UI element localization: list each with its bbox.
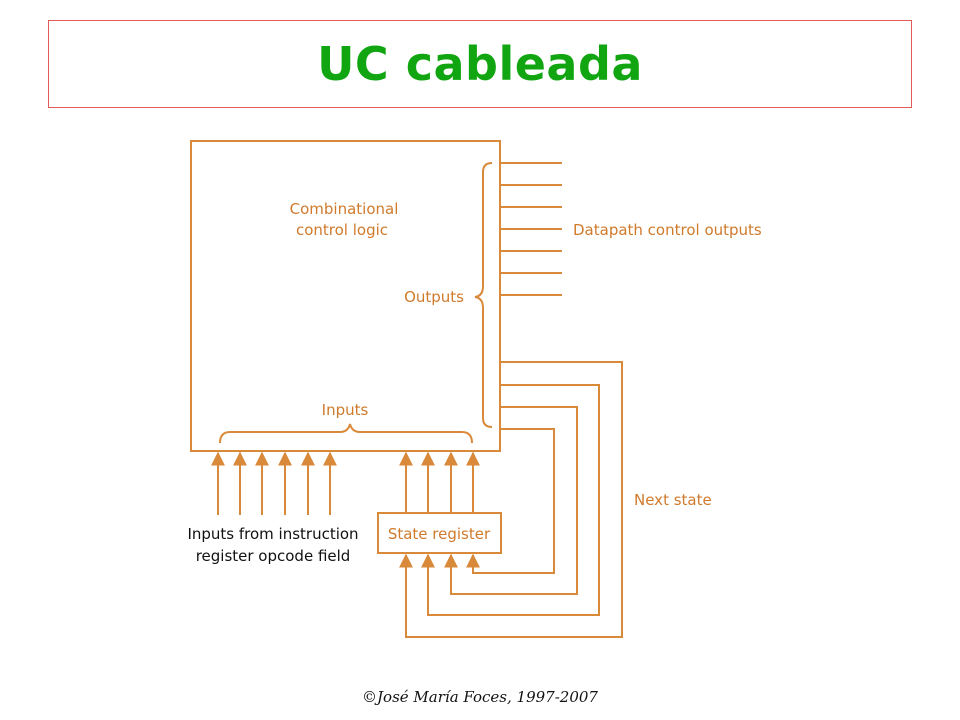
outputs-brace (474, 162, 493, 428)
datapath-control-outputs-label: Datapath control outputs (573, 221, 762, 239)
outputs-label: Outputs (404, 288, 464, 306)
state-register-input-arrows (399, 451, 480, 513)
block-label-line2: control logic (296, 221, 388, 239)
opcode-input-arrows (211, 451, 337, 515)
inputs-label: Inputs (322, 401, 369, 419)
state-register-box (377, 512, 502, 554)
inputs-brace (219, 423, 473, 444)
copyright-footer: ©José María Foces, 1997-2007 (362, 688, 598, 706)
next-state-feedback-lines (399, 361, 623, 638)
block-label-line1: Combinational (290, 200, 399, 218)
next-state-label: Next state (634, 491, 712, 509)
datapath-output-lines (500, 162, 562, 296)
state-register-label: State register (388, 525, 491, 543)
instruction-inputs-label-line2: register opcode field (196, 547, 351, 565)
instruction-inputs-label-line1: Inputs from instruction (187, 525, 358, 543)
slide-title: UC cableada (317, 37, 643, 91)
title-box: UC cableada (48, 20, 912, 108)
